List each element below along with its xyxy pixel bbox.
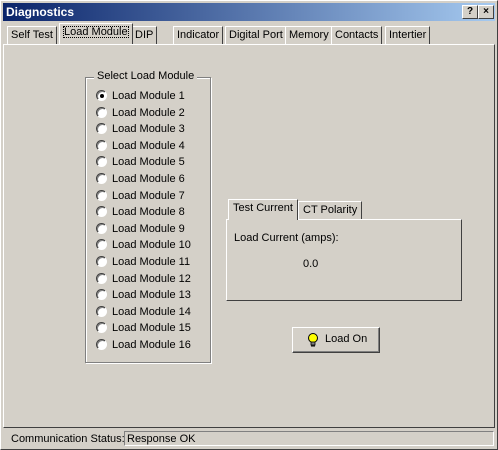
radio-button[interactable] [96,339,107,350]
title-bar[interactable]: Diagnostics ? × [3,3,495,21]
radio-button[interactable] [96,305,107,317]
test-current-panel: Load Current (amps): 0.0 [226,219,462,301]
group-label: Select Load Module [94,70,198,82]
tab-indicator[interactable]: Indicator [173,26,224,45]
tab-load-module[interactable]: Load Module [59,23,133,44]
radio-button[interactable] [96,139,107,151]
lightbulb-icon [308,333,318,347]
tab-contacts[interactable]: Contacts [331,26,383,45]
radio-label: Load Module 13 [112,289,191,302]
radio-label: Load Module 8 [112,206,185,219]
radio-button[interactable] [96,239,107,251]
load-current-value: 0.0 [303,258,319,270]
radio-button[interactable] [96,90,107,101]
radio-button[interactable] [96,173,107,184]
load-current-label: Load Current (amps): [234,232,339,244]
tab-dip[interactable]: DIP [131,26,158,45]
radio-button[interactable] [96,123,107,135]
radio-button[interactable] [96,189,107,201]
radio-button[interactable] [96,222,107,234]
radio-label: Load Module 1 [112,90,185,102]
radio-label: Load Module 5 [112,156,185,169]
radio-button[interactable] [96,106,107,118]
tab-intertier[interactable]: Intertier [385,26,431,45]
radio-label: Load Module 4 [112,139,185,152]
radio-label: Load Module 7 [112,189,185,202]
radio-label: Load Module 6 [112,173,185,185]
radio-button[interactable] [96,156,107,168]
status-value: Response OK [124,431,494,446]
load-on-button[interactable]: Load On [292,327,380,353]
radio-label: Load Module 16 [112,339,191,351]
radio-button[interactable] [96,289,107,301]
status-bar: Communication Status: Response OK [3,431,495,447]
tab-digital-port[interactable]: Digital Port [225,26,287,45]
radio-label: Load Module 15 [112,322,191,335]
radio-button[interactable] [96,322,107,334]
tab-ct-polarity[interactable]: CT Polarity [298,201,363,220]
radio-button[interactable] [96,206,107,218]
tab-strip: Self Test Load Module DIP Indicator Digi… [3,23,497,45]
radio-label: Load Module 2 [112,106,185,119]
select-load-module-group: Select Load Module Load Module 1 Load Mod… [85,70,211,363]
tab-test-current[interactable]: Test Current [228,199,298,220]
radio-label: Load Module 10 [112,239,191,252]
tab-self-test[interactable]: Self Test [7,26,57,45]
close-button[interactable]: × [478,5,494,19]
radio-button[interactable] [96,272,107,284]
help-button[interactable]: ? [462,5,478,19]
radio-label: Load Module 14 [112,305,191,318]
radio-label: Load Module 12 [112,272,191,285]
tab-memory[interactable]: Memory [285,26,333,45]
window-title: Diagnostics [6,5,75,19]
radio-button[interactable] [96,256,107,267]
radio-label: Load Module 3 [112,123,185,136]
radio-label: Load Module 11 [112,256,191,268]
status-label: Communication Status: [11,433,125,445]
sub-tab-strip: Test Current CT Polarity [226,199,462,221]
load-on-label: Load On [325,333,368,345]
radio-label: Load Module 9 [112,222,185,235]
